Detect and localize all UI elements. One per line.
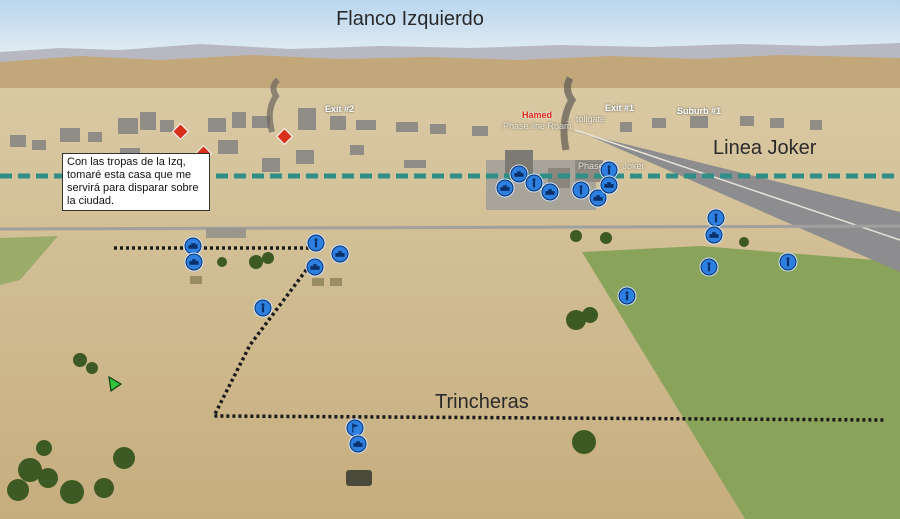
trincheras-label: Trincheras bbox=[435, 391, 529, 413]
unit-icon-infantry[interactable] bbox=[254, 299, 272, 317]
trench-line-south bbox=[211, 263, 885, 422]
smoke bbox=[266, 77, 280, 133]
unit-icon-armor[interactable] bbox=[600, 176, 618, 194]
armor-icon bbox=[604, 182, 614, 188]
unit-icon-infantry[interactable] bbox=[307, 234, 325, 252]
map-label-phase-line-roam: Phase line Roam bbox=[503, 121, 572, 131]
armor-icon bbox=[500, 185, 510, 191]
unit-icon-armor[interactable] bbox=[331, 245, 349, 263]
vehicle bbox=[330, 278, 342, 286]
map-label-exit1: Exit #1 bbox=[605, 103, 635, 113]
infantry-icon bbox=[261, 303, 265, 313]
flag-icon bbox=[352, 423, 359, 433]
unit-icon-infantry[interactable] bbox=[700, 258, 718, 276]
smoke bbox=[560, 76, 577, 151]
armor-icon bbox=[593, 195, 603, 201]
armor-icon bbox=[335, 251, 345, 257]
armor-icon bbox=[514, 171, 524, 177]
armor-icon bbox=[709, 232, 719, 238]
highway bbox=[560, 128, 900, 272]
infantry-icon bbox=[532, 178, 536, 188]
infantry-icon bbox=[786, 257, 790, 267]
road bbox=[0, 224, 900, 231]
trees bbox=[7, 230, 749, 504]
objective-marker-icon[interactable] bbox=[172, 123, 189, 140]
linea-joker-label: Linea Joker bbox=[713, 137, 817, 159]
unit-icon-armor[interactable] bbox=[705, 226, 723, 244]
unit-icon-armor[interactable] bbox=[185, 253, 203, 271]
infantry-icon bbox=[625, 291, 629, 301]
unit-icon-armor[interactable] bbox=[496, 179, 514, 197]
unit-icon-armor[interactable] bbox=[306, 258, 324, 276]
city-buildings bbox=[10, 108, 822, 172]
armor-icon bbox=[353, 441, 363, 447]
armor-icon bbox=[310, 264, 320, 270]
unit-icon-infantry[interactable] bbox=[525, 174, 543, 192]
unit-icon-armor[interactable] bbox=[589, 189, 607, 207]
comment-box: Con las tropas de la Izq, tomaré esta ca… bbox=[62, 153, 210, 211]
unit-icon-armor[interactable] bbox=[184, 237, 202, 255]
map-label-exit2: Exit #2 bbox=[325, 104, 355, 114]
green-field-left bbox=[0, 236, 58, 285]
page-title: Flanco Izquierdo bbox=[336, 8, 484, 30]
unit-icon-infantry[interactable] bbox=[572, 181, 590, 199]
unit-icon-armor[interactable] bbox=[349, 435, 367, 453]
green-field bbox=[582, 246, 900, 519]
unit-icon-armor[interactable] bbox=[510, 165, 528, 183]
map-label-suburb1: Suburb #1 bbox=[677, 106, 722, 116]
vehicle bbox=[312, 278, 324, 286]
vehicle bbox=[190, 276, 202, 284]
objective-marker-icon[interactable] bbox=[276, 128, 293, 145]
map-label-tollgate: ... tollgate bbox=[566, 114, 606, 124]
infantry-icon bbox=[579, 185, 583, 195]
tank-vehicle bbox=[346, 470, 372, 486]
unit-icon-hq[interactable] bbox=[346, 419, 364, 437]
unit-icon-infantry[interactable] bbox=[707, 209, 725, 227]
infantry-icon bbox=[607, 165, 611, 175]
unit-icon-infantry[interactable] bbox=[779, 253, 797, 271]
unit-icon-armor[interactable] bbox=[541, 183, 559, 201]
infantry-icon bbox=[707, 262, 711, 272]
unit-icon-infantry[interactable] bbox=[618, 287, 636, 305]
infantry-icon bbox=[314, 238, 318, 248]
infantry-icon bbox=[714, 213, 718, 223]
armor-icon bbox=[189, 259, 199, 265]
armor-icon bbox=[188, 243, 198, 249]
waypoint-icon[interactable] bbox=[108, 375, 123, 393]
armor-icon bbox=[545, 189, 555, 195]
hills bbox=[0, 55, 900, 92]
map-label-hamed: Hamed bbox=[522, 110, 553, 120]
